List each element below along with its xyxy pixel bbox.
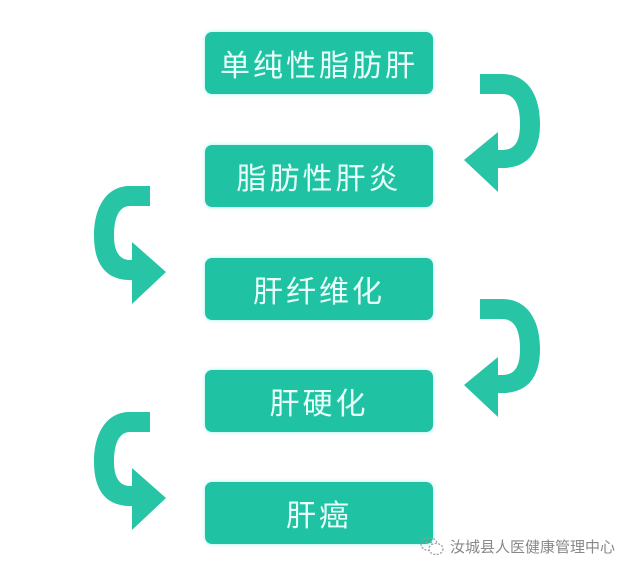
curved-arrow-down-right-icon [94, 412, 166, 530]
stage-box-simple-fatty-liver: 单纯性脂肪肝 [205, 32, 433, 94]
stage-label: 肝硬化 [269, 387, 369, 422]
stage-label: 单纯性脂肪肝 [220, 49, 418, 84]
stage-label: 脂肪性肝炎 [236, 162, 402, 197]
watermark-text: 汝城县人医健康管理中心 [450, 537, 616, 556]
watermark: 汝城县人医健康管理中心 [420, 534, 615, 558]
stage-box-steatohepatitis: 脂肪性肝炎 [205, 145, 433, 207]
wechat-icon [420, 536, 444, 556]
stage-label: 肝纤维化 [253, 275, 385, 310]
stage-box-liver-cancer: 肝癌 [205, 482, 433, 544]
stage-label: 肝癌 [286, 499, 352, 534]
curved-arrow-down-right-icon [94, 186, 166, 304]
curved-arrow-down-left-icon [464, 74, 540, 192]
stage-box-liver-fibrosis: 肝纤维化 [205, 258, 433, 320]
stage-box-cirrhosis: 肝硬化 [205, 370, 433, 432]
curved-arrow-down-left-icon [464, 299, 540, 417]
